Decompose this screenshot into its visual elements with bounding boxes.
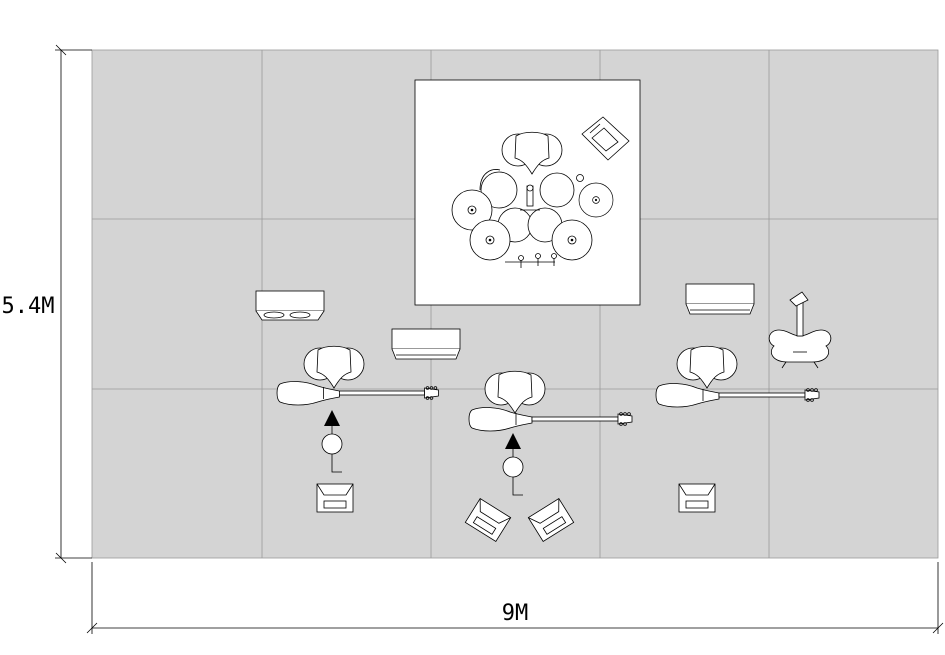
width-label: 9M xyxy=(502,601,529,626)
center-bass-amp-icon xyxy=(391,328,461,360)
right-floor-monitor-icon xyxy=(678,483,716,513)
left-floor-monitor-icon xyxy=(316,483,354,513)
height-dimension: 5.4M xyxy=(2,44,92,564)
left-guitar-amp-icon xyxy=(255,290,325,321)
guitar-stand-icon xyxy=(768,291,832,369)
drum-monitor-wedge-icon xyxy=(581,116,630,161)
height-label: 5.4M xyxy=(2,294,55,319)
right-guitar-amp-icon xyxy=(685,283,755,315)
drum-kit-icon xyxy=(451,131,614,268)
width-dimension: 9M xyxy=(86,562,944,634)
